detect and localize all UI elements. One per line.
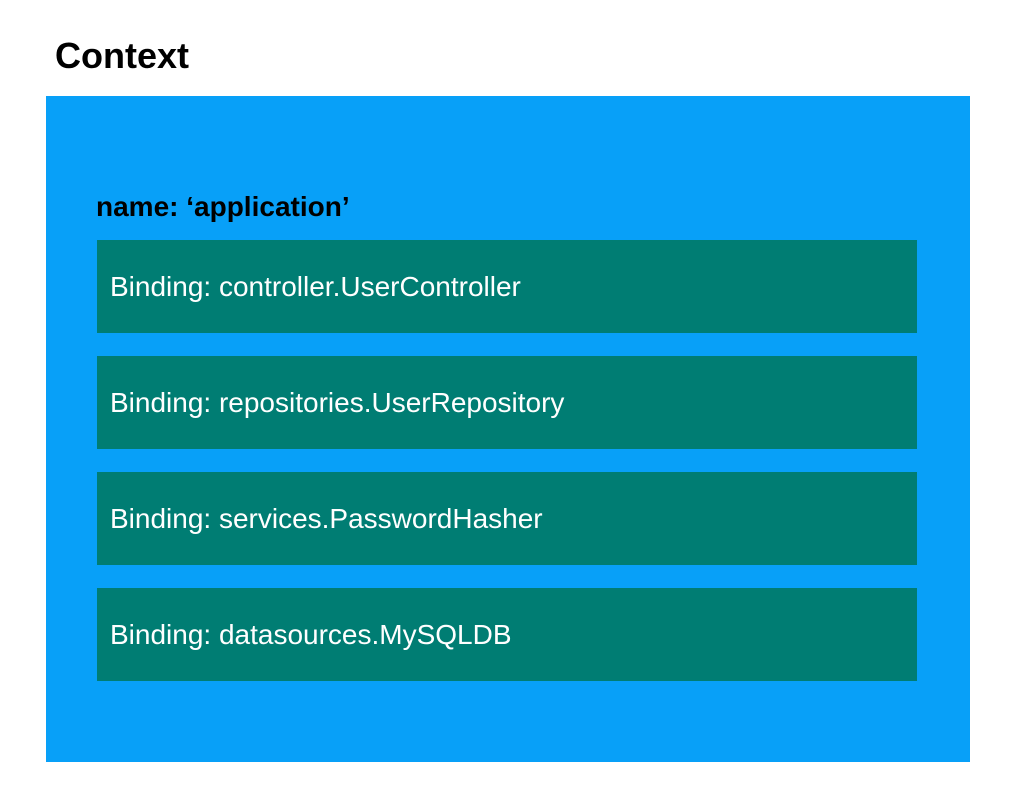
binding-box: Binding: datasources.MySQLDB [97, 588, 917, 681]
bindings-list: Binding: controller.UserController Bindi… [97, 240, 917, 704]
binding-label: Binding: services.PasswordHasher [110, 502, 543, 534]
binding-box: Binding: repositories.UserRepository [97, 356, 917, 449]
context-name-property: name: ‘application’ [96, 191, 350, 222]
binding-label: Binding: datasources.MySQLDB [110, 618, 512, 650]
page-title: Context [55, 35, 189, 76]
binding-box: Binding: services.PasswordHasher [97, 472, 917, 565]
binding-label: Binding: repositories.UserRepository [110, 386, 565, 418]
context-box: name: ‘application’ registry: Binding: c… [46, 96, 970, 762]
binding-label: Binding: controller.UserController [110, 270, 521, 302]
binding-box: Binding: controller.UserController [97, 240, 917, 333]
